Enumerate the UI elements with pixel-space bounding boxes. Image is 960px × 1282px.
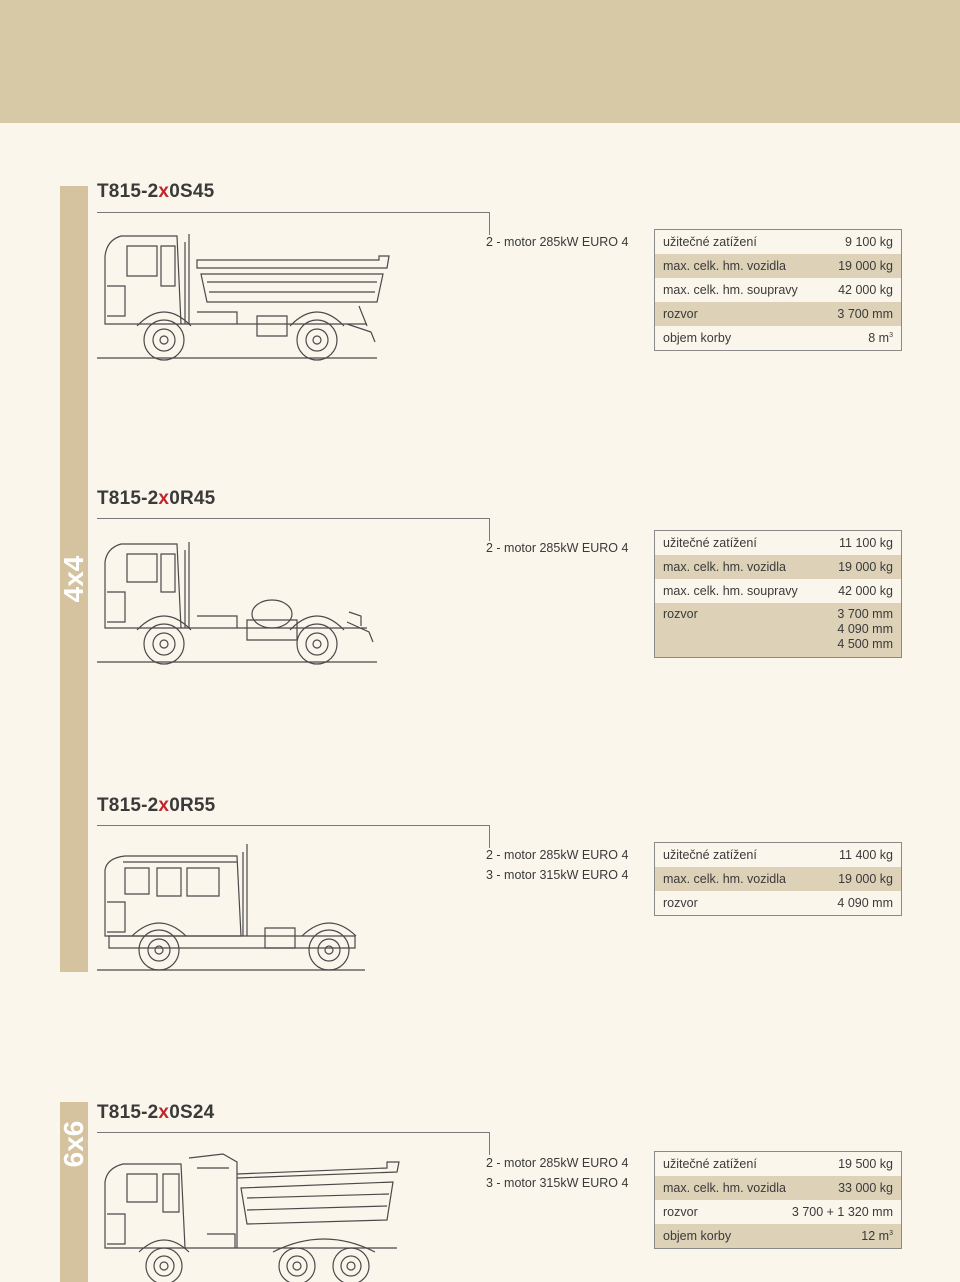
spec-row: rozvor 3 700 mm 4 090 mm 4 500 mm	[655, 603, 901, 657]
section-tab-label: 4x4	[58, 555, 89, 603]
section-tab-6x6: 6x6	[58, 1102, 89, 1282]
section-tab-4x4: 4x4	[58, 186, 89, 972]
tractor-4x4-drawing	[97, 542, 377, 665]
title-connector	[97, 212, 490, 235]
dump-truck-6x6-drawing	[104, 1153, 400, 1282]
title-connector	[97, 518, 490, 541]
engine-option: 3 - motor 315kW EURO 4	[486, 868, 629, 882]
engine-list: 2 - motor 285kW EURO 4 3 - motor 315kW E…	[486, 845, 628, 885]
section-tab-label: 6x6	[58, 1120, 89, 1168]
engine-option: 2 - motor 285kW EURO 4	[486, 235, 629, 249]
engine-option: 2 - motor 285kW EURO 4	[486, 1156, 629, 1170]
engine-option: 3 - motor 315kW EURO 4	[486, 1176, 629, 1190]
title-connector	[97, 825, 490, 848]
engine-option: 2 - motor 285kW EURO 4	[486, 848, 629, 862]
title-connector	[97, 1132, 490, 1155]
model-title: T815-2x0R55	[97, 795, 216, 816]
engine-option: 2 - motor 285kW EURO 4	[486, 541, 629, 555]
engine-list: 2 - motor 285kW EURO 4 3 - motor 315kW E…	[486, 1153, 628, 1193]
model-title: T815-2x0R45	[97, 488, 216, 509]
model-title: T815-2x0S45	[97, 181, 215, 202]
header-band	[0, 0, 960, 123]
engine-list: 2 - motor 285kW EURO 4	[486, 232, 628, 252]
model-title: T815-2x0S24	[97, 1102, 215, 1123]
tractor-crew-cab-drawing	[97, 844, 365, 971]
engine-list: 2 - motor 285kW EURO 4	[486, 538, 628, 558]
dump-truck-4x4-drawing	[97, 234, 390, 361]
